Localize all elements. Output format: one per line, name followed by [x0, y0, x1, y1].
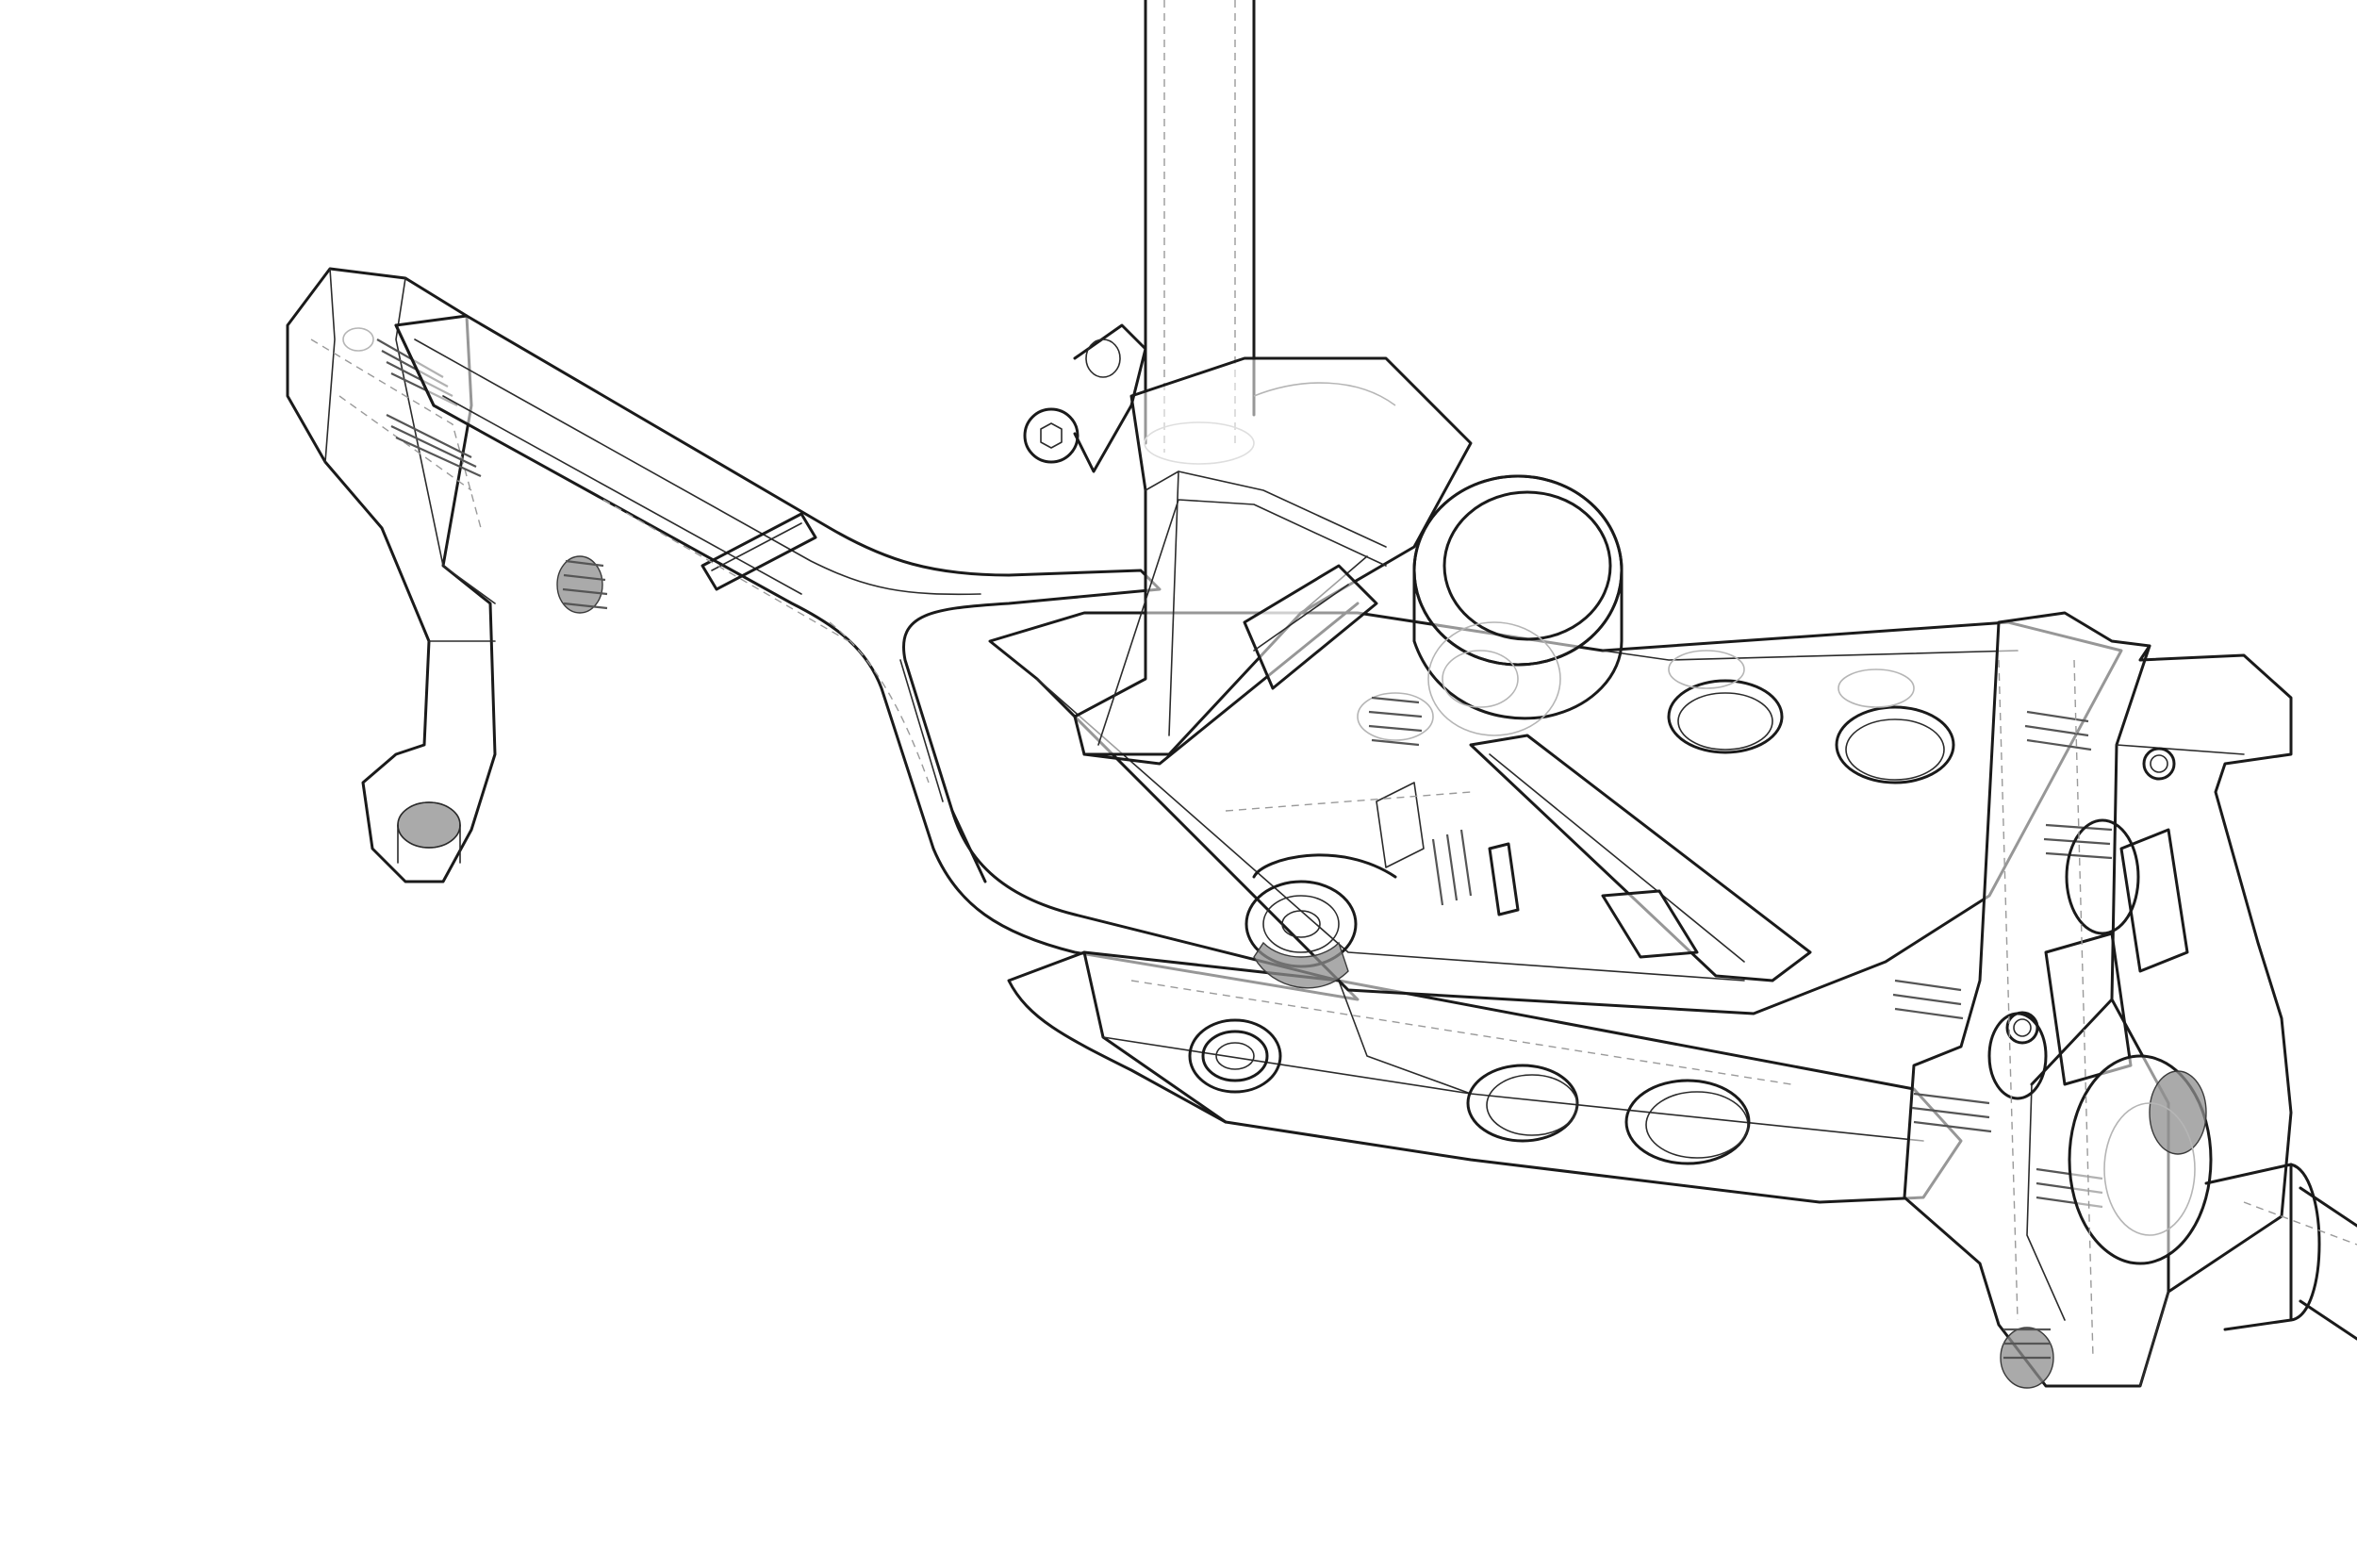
- triangular-base-plate: [988, 611, 2123, 1015]
- center-yoke-clamp: [1023, 323, 1624, 766]
- center-spring-assembly: [1225, 692, 1520, 989]
- main-swing-arm: [394, 314, 1360, 1001]
- output-shaft: [2204, 1163, 2357, 1341]
- right-end-block: [1892, 611, 2293, 1389]
